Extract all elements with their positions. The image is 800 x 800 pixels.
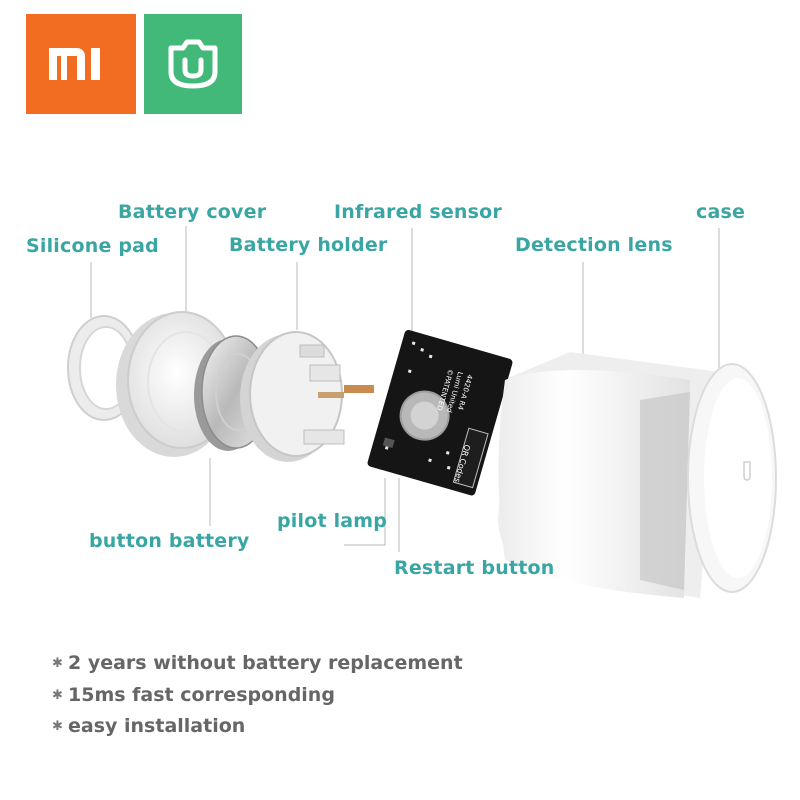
label-pilot-lamp: pilot lamp (277, 510, 388, 532)
pcb-board (367, 329, 513, 496)
pilot-lamp-led (382, 437, 395, 448)
battery-contact (344, 385, 374, 393)
label-silicone-pad: Silicone pad (26, 235, 159, 257)
sensor-case (498, 352, 777, 598)
asterisk-icon: ✱ (52, 655, 63, 671)
mi-logo-mark (49, 48, 100, 80)
feature-item: ✱ easy installation (52, 715, 245, 737)
label-battery-holder: Battery holder (229, 234, 388, 256)
mijia-logo (144, 14, 242, 114)
label-restart-button: Restart button (394, 557, 555, 579)
feature-item: ✱ 15ms fast corresponding (52, 684, 335, 706)
leader-pilot-lamp (344, 478, 386, 546)
asterisk-icon: ✱ (52, 718, 63, 734)
mi-logo (26, 14, 136, 114)
mijia-case-logo (743, 461, 751, 481)
feature-text: 15ms fast corresponding (68, 684, 335, 706)
label-case: case (696, 201, 746, 223)
feature-text: easy installation (68, 715, 246, 737)
label-button-battery: button battery (89, 530, 250, 552)
battery-holder (240, 331, 345, 462)
feature-text: 2 years without battery replacement (68, 652, 463, 674)
asterisk-icon: ✱ (52, 687, 63, 703)
label-detection-lens: Detection lens (515, 234, 673, 256)
label-infrared-sensor: Infrared sensor (334, 201, 502, 223)
mijia-logo-mark (168, 39, 218, 89)
label-battery-cover: Battery cover (118, 201, 267, 223)
feature-item: ✱ 2 years without battery replacement (52, 652, 463, 674)
